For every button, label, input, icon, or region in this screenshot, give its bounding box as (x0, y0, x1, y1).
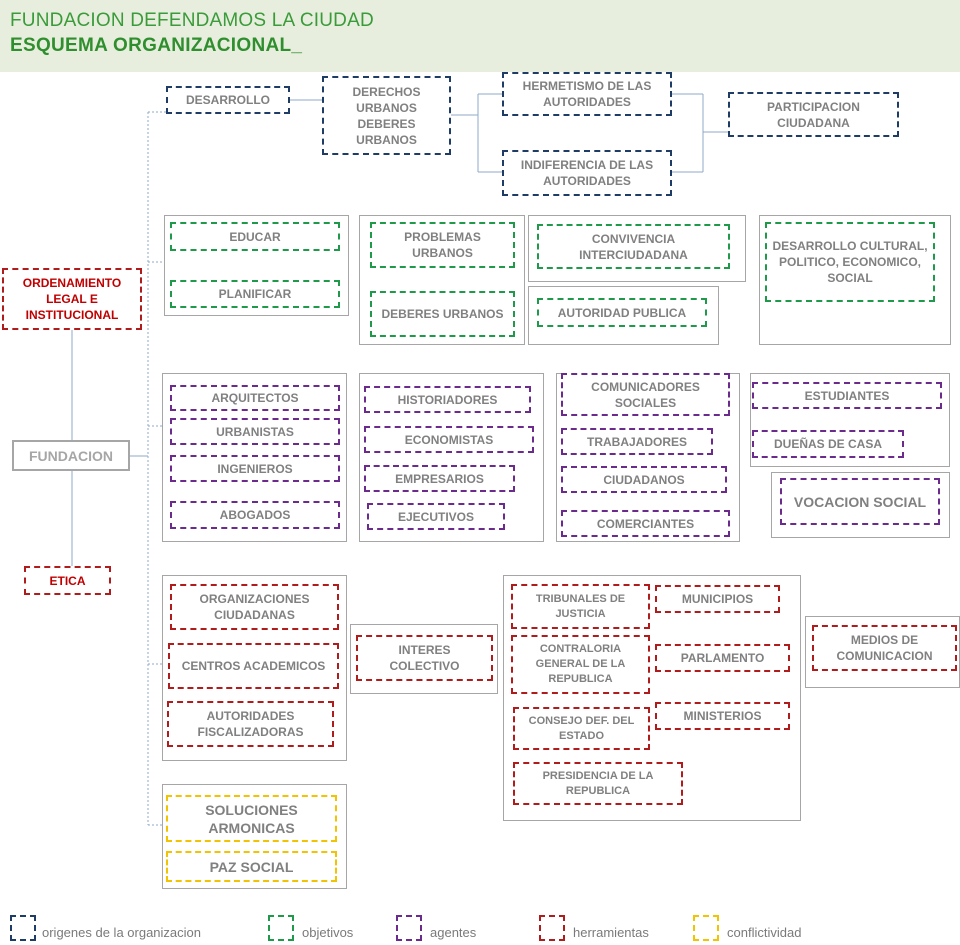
legend-label-herramientas: herramientas (573, 925, 649, 940)
autoridad-publica-box: AUTORIDAD PUBLICA (537, 298, 707, 327)
objetivos-group-2 (359, 215, 525, 345)
estudiantes-box: ESTUDIANTES (752, 382, 942, 409)
hermetismo-box: HERMETISMO DE LAS AUTORIDADES (502, 72, 672, 116)
arquitectos-box: ARQUITECTOS (170, 385, 340, 411)
conflictividad-group (162, 784, 347, 889)
vocacion-social-box: VOCACION SOCIAL (780, 478, 940, 525)
participacion-ciudadana-box: PARTICIPACION CIUDADANA (728, 92, 899, 137)
presidencia-box: PRESIDENCIA DE LA REPUBLICA (513, 762, 683, 805)
autoridades-fiscalizadoras-box: AUTORIDADES FISCALIZADORAS (167, 701, 334, 747)
soluciones-armonicas-box: SOLUCIONES ARMONICAS (166, 795, 337, 842)
objetivos-group-1 (164, 215, 349, 316)
legend-label-conflictividad: conflictividad (727, 925, 802, 940)
herramientas-group-1 (162, 575, 347, 761)
urbanistas-box: URBANISTAS (170, 418, 340, 445)
medios-comunicacion-box: MEDIOS DE COMUNICACION (812, 625, 957, 671)
derechos-urbanos-box: DERECHOS URBANOS DEBERES URBANOS (322, 76, 451, 155)
tribunales-box: TRIBUNALES DE JUSTICIA (511, 584, 650, 629)
duenas-de-casa-box: DUEÑAS DE CASA (752, 430, 904, 458)
convivencia-box: CONVIVENCIA INTERCIUDADANA (537, 224, 730, 269)
legend-agentes: agentes (396, 913, 516, 943)
legend-swatch-green (268, 915, 294, 941)
problemas-urbanos-box: PROBLEMAS URBANOS (370, 222, 515, 268)
herramientas-group-2 (350, 624, 498, 694)
municipios-box: MUNICIPIOS (655, 585, 780, 613)
agentes-group-1 (162, 373, 347, 542)
indiferencia-box: INDIFERENCIA DE LAS AUTORIDADES (502, 150, 672, 196)
legend-herramientas: herramientas (539, 913, 689, 943)
consejo-def-box: CONSEJO DEF. DEL ESTADO (513, 707, 650, 750)
comerciantes-box: COMERCIANTES (561, 510, 730, 537)
deberes-urbanos-box: DEBERES URBANOS (370, 291, 515, 337)
objetivos-group-3 (528, 215, 746, 282)
etica-box: ETICA (24, 566, 111, 595)
fundacion-box: FUNDACION (12, 440, 130, 471)
page-title: FUNDACION DEFENDAMOS LA CIUDAD (10, 10, 374, 31)
paz-social-box: PAZ SOCIAL (166, 851, 337, 882)
legend-conflictividad: conflictividad (693, 913, 843, 943)
legend-swatch-yellow (693, 915, 719, 941)
objetivos-group-5 (759, 215, 951, 345)
legend-label-objetivos: objetivos (302, 925, 354, 940)
legend-label-agentes: agentes (430, 925, 477, 940)
legend-swatch-blue (10, 915, 36, 941)
desarrollo-cultural-box: DESARROLLO CULTURAL, POLITICO, ECONOMICO… (765, 222, 935, 302)
desarrollo-box: DESARROLLO (166, 86, 290, 114)
educar-box: EDUCAR (170, 222, 340, 251)
page-subtitle: ESQUEMA ORGANIZACIONAL_ (10, 35, 303, 56)
ministerios-box: MINISTERIOS (655, 702, 790, 730)
agentes-group-2 (359, 373, 544, 542)
historiadores-box: HISTORIADORES (364, 386, 531, 413)
abogados-box: ABOGADOS (170, 501, 340, 529)
ordenamiento-legal-box: ORDENAMIENTO LEGAL E INSTITUCIONAL (2, 268, 142, 330)
interes-colectivo-box: INTERES COLECTIVO (356, 635, 493, 681)
agentes-group-4 (750, 373, 950, 467)
legend-objetivos: objetivos (268, 913, 388, 943)
header-banner: FUNDACION DEFENDAMOS LA CIUDAD ESQUEMA O… (0, 0, 960, 72)
ingenieros-box: INGENIEROS (170, 455, 340, 482)
legend-swatch-red (539, 915, 565, 941)
ejecutivos-box: EJECUTIVOS (367, 503, 505, 530)
centros-academicos-box: CENTROS ACADEMICOS (168, 643, 339, 689)
legend-label-origenes: origenes de la organizacion (42, 925, 201, 940)
comunicadores-sociales-box: COMUNICADORES SOCIALES (561, 373, 730, 416)
organizaciones-ciudadanas-box: ORGANIZACIONES CIUDADANAS (170, 584, 339, 630)
objetivos-group-4 (528, 286, 719, 345)
legend-swatch-purple (396, 915, 422, 941)
trabajadores-box: TRABAJADORES (561, 428, 713, 455)
contraloria-box: CONTRALORIA GENERAL DE LA REPUBLICA (511, 635, 650, 694)
parlamento-box: PARLAMENTO (655, 644, 790, 672)
empresarios-box: EMPRESARIOS (364, 465, 515, 492)
herramientas-group-3 (503, 575, 801, 821)
legend-origenes: origenes de la organizacion (10, 913, 260, 943)
agentes-group-5 (771, 472, 950, 538)
planificar-box: PLANIFICAR (170, 280, 340, 308)
economistas-box: ECONOMISTAS (364, 426, 534, 453)
ciudadanos-box: CIUDADANOS (561, 466, 727, 493)
